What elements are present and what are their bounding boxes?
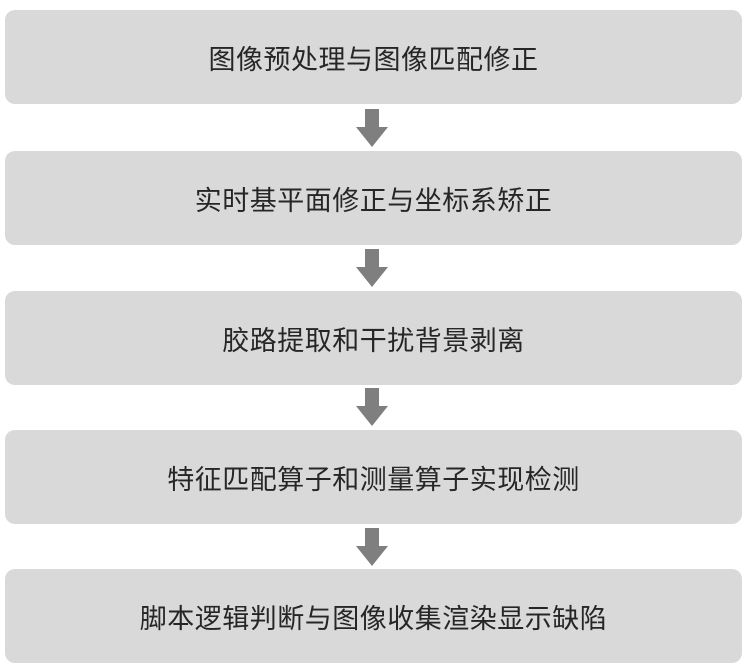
step-5-box: 脚本逻辑判断与图像收集渲染显示缺陷 [5, 569, 742, 663]
step-2-label: 实时基平面修正与坐标系矫正 [194, 185, 553, 217]
step-3-label: 胶路提取和干扰背景剥离 [222, 325, 525, 357]
step-4-box: 特征匹配算子和测量算子实现检测 [5, 430, 742, 524]
step-2-box: 实时基平面修正与坐标系矫正 [5, 151, 742, 245]
down-arrow-icon [354, 388, 390, 426]
step-1-label: 图像预处理与图像匹配修正 [208, 44, 539, 76]
step-3-box: 胶路提取和干扰背景剥离 [5, 291, 742, 385]
down-arrow-icon [354, 109, 390, 147]
down-arrow-icon [354, 528, 390, 566]
step-4-label: 特征匹配算子和测量算子实现检测 [167, 464, 580, 496]
down-arrow-icon [354, 249, 390, 287]
step-1-box: 图像预处理与图像匹配修正 [5, 10, 742, 104]
step-5-label: 脚本逻辑判断与图像收集渲染显示缺陷 [139, 603, 608, 635]
